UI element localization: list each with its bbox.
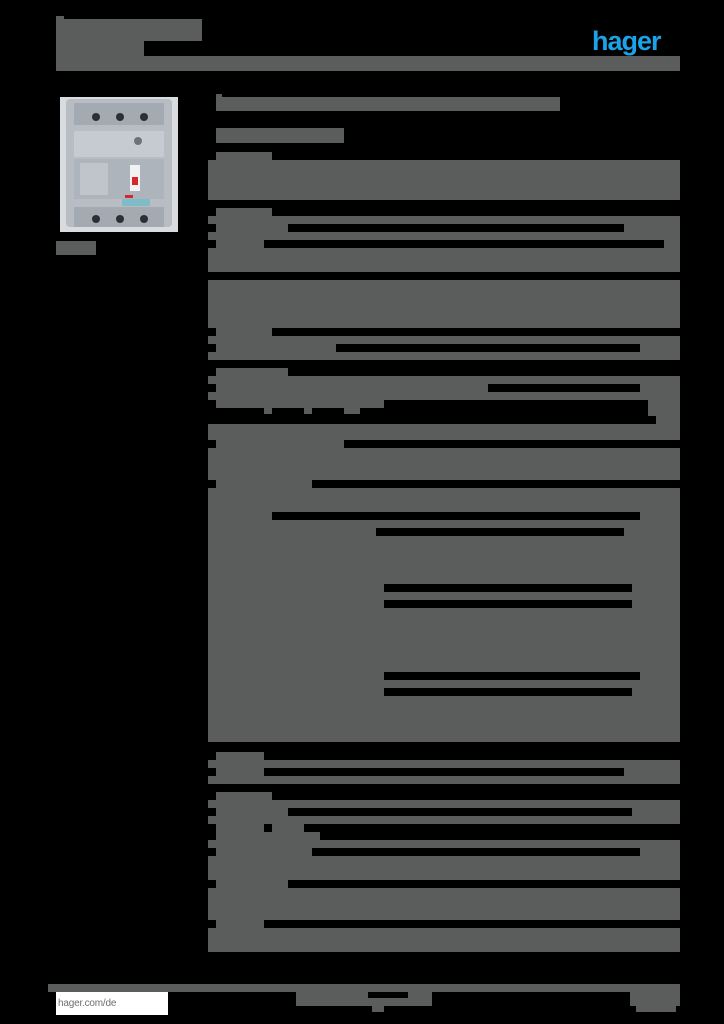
large-table-gap [384, 584, 632, 592]
header-title-redacted [56, 16, 64, 20]
table-row-label-redacted [216, 328, 272, 336]
table-block-redacted [208, 352, 680, 360]
table-block-redacted [208, 928, 680, 952]
table-row-value-redacted [624, 224, 680, 232]
table-row-label-redacted [216, 344, 336, 352]
table-block-redacted [208, 816, 680, 824]
table-block-redacted [208, 392, 680, 400]
table-block-redacted [208, 760, 680, 768]
large-table-redacted [208, 488, 680, 742]
table-row-label-redacted [216, 240, 264, 248]
table-row-value-redacted [640, 344, 680, 352]
footer-center-text-redacted [368, 998, 408, 1006]
table-block-redacted [208, 888, 680, 920]
table-block-redacted [208, 800, 680, 808]
table-row-label-redacted [272, 824, 304, 832]
table-row-label-redacted [216, 768, 264, 776]
table-row-label-redacted [304, 408, 312, 414]
section-label-redacted [216, 152, 272, 162]
table-row-label-redacted [216, 224, 288, 232]
table-row-value-redacted [640, 848, 680, 856]
footer-page-info-redacted [630, 990, 680, 1006]
table-row-label-redacted [216, 832, 320, 840]
table-block-redacted [208, 424, 680, 440]
section-label-redacted [216, 752, 264, 762]
large-table-gap [384, 672, 640, 680]
table-row-label-redacted [216, 384, 488, 392]
table-block-redacted [208, 840, 680, 848]
section-label-redacted [216, 368, 288, 378]
table-block-redacted [208, 376, 680, 384]
table-row-value-redacted [624, 768, 680, 776]
table-row-label-redacted [216, 848, 312, 856]
table-row-label-redacted [216, 480, 312, 488]
footer-rule [48, 984, 680, 992]
logo-tagline-redacted [592, 59, 620, 63]
table-row-label-redacted [216, 808, 288, 816]
section-label-redacted [216, 208, 272, 218]
table-row-value-redacted [632, 808, 680, 816]
table-row-label-redacted [264, 408, 272, 414]
header-rule [56, 56, 680, 71]
footer-page-info-redacted [636, 1004, 676, 1012]
footer-center-text-redacted [408, 990, 432, 1006]
table-block-redacted [208, 856, 680, 880]
section-label-redacted [216, 440, 344, 448]
large-table-gap [376, 528, 624, 536]
table-row-value-redacted [640, 384, 680, 392]
product-image-caption-redacted [56, 241, 96, 255]
table-row-value-redacted [664, 240, 680, 248]
table-block-redacted [208, 336, 680, 344]
table-block-redacted [208, 776, 680, 784]
table-block-redacted [208, 232, 680, 240]
main-heading-redacted [216, 94, 222, 98]
table-row-label-redacted [216, 880, 288, 888]
website-link[interactable]: hager.com/de [56, 992, 168, 1015]
table-block-redacted [208, 448, 680, 480]
table-row-label-redacted [216, 400, 384, 408]
section-label-redacted [216, 792, 272, 802]
table-row-value-redacted [648, 400, 680, 416]
section-description-redacted [208, 160, 680, 200]
table-row-label-redacted [344, 408, 360, 414]
header-title-redacted [56, 19, 202, 41]
table-row-value-redacted [656, 416, 680, 424]
circuit-breaker-icon [60, 97, 178, 232]
footer-center-text-redacted [372, 1004, 384, 1012]
table-block-redacted [208, 280, 680, 328]
main-heading-redacted [216, 97, 560, 111]
product-image [60, 97, 178, 232]
hager-logo: hager [592, 26, 662, 56]
table-row-label-redacted [216, 920, 264, 928]
large-table-gap [384, 688, 632, 696]
large-table-gap [272, 512, 640, 520]
table-block-redacted [208, 248, 680, 272]
footer-center-text-redacted [296, 990, 368, 1006]
table-row-label-redacted [216, 824, 264, 832]
large-table-gap [384, 600, 632, 608]
main-subheading-redacted [216, 128, 344, 143]
table-block-redacted [208, 216, 680, 224]
